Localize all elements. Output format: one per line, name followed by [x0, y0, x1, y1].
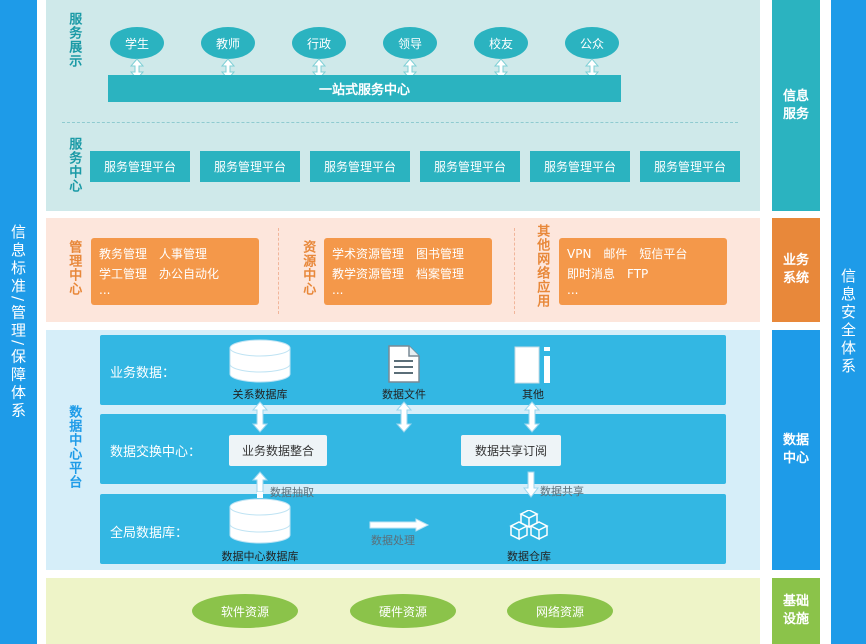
infra-network[interactable]: 网络资源: [507, 594, 613, 628]
security-bar-label: 信息安全体系: [839, 268, 857, 376]
mgmt-line-1: 教务管理 人事管理: [99, 247, 208, 261]
biz-data-label: 业务数据：: [110, 366, 176, 381]
mgmt-line-3: ...: [99, 283, 111, 297]
other-apps-box[interactable]: VPN 邮件 短信平台 即时消息 FTP ...: [559, 238, 727, 305]
mgmt-line-2: 学工管理 办公自动化: [99, 267, 220, 281]
service-platform-5[interactable]: 服务管理平台: [530, 151, 630, 182]
center-db-icon[interactable]: [228, 497, 292, 545]
biz-data-integration[interactable]: 业务数据整合: [229, 435, 327, 466]
processing-label: 数据处理: [371, 534, 415, 547]
share-label: 数据共享: [540, 485, 584, 498]
exchange-band: [100, 414, 726, 484]
business-divider-1: [278, 228, 279, 314]
user-arrows: [129, 58, 600, 80]
other-data-icon[interactable]: [514, 346, 552, 384]
relational-db-icon[interactable]: [228, 338, 292, 384]
service-platform-4[interactable]: 服务管理平台: [420, 151, 520, 182]
res-line-1: 学术资源管理 图书管理: [332, 247, 465, 261]
infra-hardware[interactable]: 硬件资源: [350, 594, 456, 628]
tag-business-text: 业务系统: [782, 253, 809, 286]
service-center-label: 服务中心: [66, 137, 82, 193]
service-platform-2[interactable]: 服务管理平台: [200, 151, 300, 182]
user-teacher[interactable]: 教师: [201, 27, 255, 59]
tag-data-center: 数据中心: [772, 330, 820, 570]
service-display-label: 服务展示: [66, 12, 82, 68]
one-stop-service-center[interactable]: 一站式服务中心: [108, 75, 621, 102]
other-data-label: 其他: [522, 388, 544, 401]
user-alumni[interactable]: 校友: [474, 27, 528, 59]
other-line-2: 即时消息 FTP: [567, 267, 649, 281]
exchange-label: 数据交换中心：: [110, 445, 202, 460]
warehouse-label: 数据仓库: [507, 550, 551, 563]
resource-center-label: 资源中心: [300, 240, 316, 296]
relational-db-label: 关系数据库: [232, 388, 288, 401]
security-bar: 信息安全体系: [831, 0, 866, 644]
data-file-icon[interactable]: [387, 344, 421, 384]
standards-bar: 信息标准/管理/保障体系: [0, 0, 37, 644]
business-divider-2: [514, 228, 515, 314]
other-apps-label: 其他网络应用: [534, 224, 550, 308]
res-line-3: ...: [332, 283, 344, 297]
data-file-label: 数据文件: [382, 388, 426, 401]
tag-business: 业务系统: [772, 218, 820, 322]
other-line-3: ...: [567, 283, 579, 297]
data-platform-label: 数据中心平台: [66, 405, 82, 489]
data-share-subscribe[interactable]: 数据共享订阅: [461, 435, 561, 466]
infra-software[interactable]: 软件资源: [192, 594, 298, 628]
tag-info-service-text: 信息服务: [782, 88, 809, 122]
standards-bar-label: 信息标准/管理/保障体系: [9, 223, 27, 421]
center-db-label: 数据中心数据库: [221, 550, 299, 563]
processing-arrow-icon: [369, 518, 430, 532]
global-db-band: [100, 494, 726, 564]
tag-infrastructure-text: 基础设施: [782, 594, 809, 627]
res-line-2: 教学资源管理 档案管理: [332, 267, 465, 281]
mgmt-center-label: 管理中心: [66, 240, 82, 296]
user-leader[interactable]: 领导: [383, 27, 437, 59]
global-db-label: 全局数据库：: [110, 526, 189, 541]
warehouse-cubes-icon[interactable]: [506, 510, 552, 548]
service-platform-1[interactable]: 服务管理平台: [90, 151, 190, 182]
resource-center-box[interactable]: 学术资源管理 图书管理 教学资源管理 档案管理 ...: [324, 238, 492, 305]
user-student[interactable]: 学生: [110, 27, 164, 59]
user-admin[interactable]: 行政: [292, 27, 346, 59]
service-platform-6[interactable]: 服务管理平台: [640, 151, 740, 182]
service-divider: [62, 122, 738, 123]
mgmt-center-box[interactable]: 教务管理 人事管理 学工管理 办公自动化 ...: [91, 238, 259, 305]
extract-label: 数据抽取: [270, 486, 314, 499]
tag-infrastructure: 基础设施: [772, 578, 820, 644]
tag-info-service: 信息服务: [772, 0, 820, 211]
service-platform-3[interactable]: 服务管理平台: [310, 151, 410, 182]
tag-data-center-text: 数据中心: [782, 433, 809, 466]
other-line-1: VPN 邮件 短信平台: [567, 247, 688, 261]
user-public[interactable]: 公众: [565, 27, 619, 59]
